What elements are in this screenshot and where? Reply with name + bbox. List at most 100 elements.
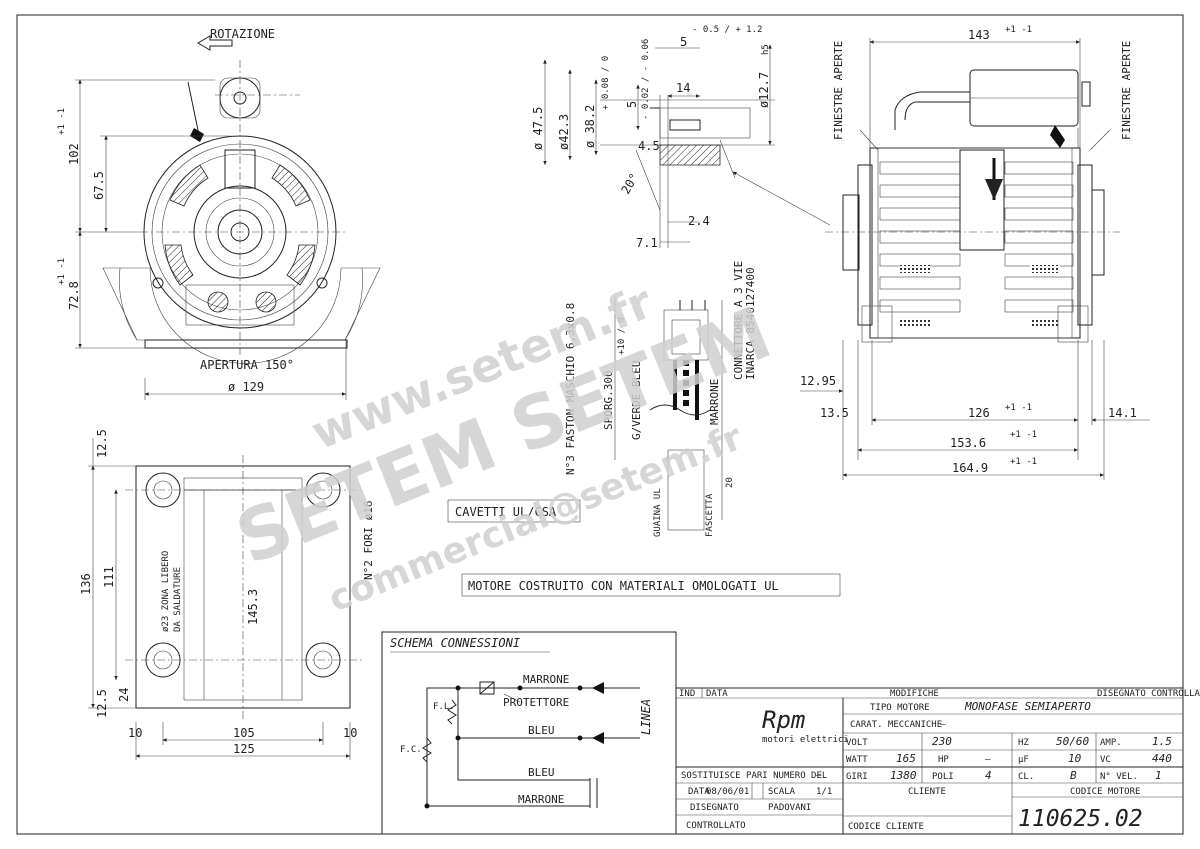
dim-47-5: ø 47.5 bbox=[531, 107, 545, 150]
dim-38-2: ø 38.2 bbox=[583, 105, 597, 148]
dim-72-8: 72.8 bbox=[67, 281, 81, 310]
dim-12-7: ø12.7 bbox=[757, 72, 771, 108]
aperture-label: APERTURA 150° bbox=[200, 358, 294, 372]
tb-hz-value: 50/60 bbox=[1056, 735, 1089, 748]
dim-20: 20 bbox=[725, 477, 735, 488]
tb-amp-value: 1.5 bbox=[1152, 735, 1172, 748]
dim-12-5-top: 12.5 bbox=[95, 429, 109, 458]
dim-12-7-tol: h5 bbox=[761, 44, 771, 55]
dim-143-tol: +1 -1 bbox=[1005, 25, 1032, 35]
dim-5-mid: 5 bbox=[625, 101, 639, 108]
dim-20deg: 20° bbox=[618, 171, 641, 197]
tb-controllato-label: CONTROLLATO bbox=[686, 821, 746, 831]
front-view: ROTAZIONE APERTURA 150° bbox=[57, 27, 381, 400]
tb-sostituisce: SOSTITUISCE PARI NUMERO DEL bbox=[681, 771, 827, 781]
dim-153-6: 153.6 bbox=[950, 436, 986, 450]
tb-hp-value: — bbox=[985, 755, 991, 765]
cavetti-note-box bbox=[447, 499, 581, 523]
rotation-label: ROTAZIONE bbox=[210, 27, 275, 41]
tb-codice-motore-label: CODICE MOTORE bbox=[1070, 787, 1140, 797]
tb-hp-label: HP bbox=[938, 755, 949, 765]
tb-scala-label: SCALA bbox=[768, 787, 796, 797]
schema-bleu-2: BLEU bbox=[528, 766, 555, 779]
tb-poli-value: 4 bbox=[985, 769, 992, 782]
tb-uf-value: 10 bbox=[1068, 752, 1082, 765]
schema-linea: LINEA bbox=[639, 699, 653, 735]
dim-5-top-tol: - 0.5 / + 1.2 bbox=[692, 25, 762, 35]
sporg-tol: +10 / 0 bbox=[617, 317, 627, 355]
dim-125: 125 bbox=[233, 742, 255, 756]
dim-111: 111 bbox=[102, 566, 116, 588]
dim-164-9-tol: +1 -1 bbox=[1010, 457, 1037, 467]
tb-volt-label: VOLT bbox=[846, 738, 868, 748]
dim-13-5: 13.5 bbox=[820, 406, 849, 420]
tb-codice-cliente-label: CODICE CLIENTE bbox=[848, 822, 924, 832]
tb-volt-value: 230 bbox=[932, 735, 952, 748]
bottom-view: 12.5 136 111 145.3 12.5 24 ø23 ZONA LIBE… bbox=[79, 429, 375, 760]
schema-marrone-bottom: MARRONE bbox=[518, 793, 564, 806]
tb-tipo-motore-value: MONOFASE SEMIAPERTO bbox=[964, 700, 1091, 713]
tb-poli-label: POLI bbox=[932, 772, 954, 782]
tb-amp-label: AMP. bbox=[1100, 738, 1122, 748]
dim-102-tol: +1 -1 bbox=[57, 108, 67, 135]
tb-codice-motore-value: 110625.02 bbox=[1018, 806, 1143, 832]
dim-10-right: 10 bbox=[343, 726, 357, 740]
dim-7-1: 7.1 bbox=[636, 236, 658, 250]
company-logo: Rpm bbox=[762, 706, 805, 734]
tb-uf-label: µF bbox=[1018, 755, 1029, 765]
dim-126-tol: +1 -1 bbox=[1005, 403, 1032, 413]
tb-tipo-motore-label: TIPO MOTORE bbox=[870, 703, 930, 713]
motore-note: MOTORE COSTRUITO CON MATERIALI OMOLOGATI… bbox=[468, 579, 779, 593]
tb-giri-value: 1380 bbox=[890, 769, 917, 782]
dim-5-top: 5 bbox=[680, 35, 687, 49]
dim-10-left: 10 bbox=[128, 726, 142, 740]
shaft-detail: 5 - 0.5 / + 1.2 ø 47.5 ø42.3 ø 38.2 + 0.… bbox=[531, 25, 831, 250]
n2-fori-label: N°2 FORI ø16 bbox=[362, 501, 375, 580]
cable-detail: N°3 FASTON MASCHIO 6,3x0.8 SPORG.300 +10… bbox=[564, 261, 757, 537]
finestre-right-label: FINESTRE APERTE bbox=[1120, 41, 1133, 140]
tb-ind: IND bbox=[679, 689, 695, 699]
tb-giri-label: GIRI bbox=[846, 772, 868, 782]
dim-143: 143 bbox=[968, 28, 990, 42]
tb-data-value: 08/06/01 bbox=[706, 787, 749, 797]
tb-vc-value: 440 bbox=[1152, 752, 1172, 765]
cooling-fins bbox=[879, 161, 1074, 326]
tb-watt-value: 165 bbox=[896, 752, 916, 765]
tb-disegnato-value: PADOVANI bbox=[768, 803, 811, 813]
schema-marrone-top: MARRONE bbox=[523, 673, 569, 686]
fascetta-label: FASCETTA bbox=[705, 493, 715, 537]
marrone-vertical-label: MARRONE bbox=[708, 379, 721, 425]
sporg-label: SPORG.300 bbox=[602, 370, 615, 430]
dim-126: 126 bbox=[968, 406, 990, 420]
faston-label: N°3 FASTON MASCHIO 6,3x0.8 bbox=[564, 303, 577, 475]
dim-153-6-tol: +1 -1 bbox=[1010, 430, 1037, 440]
tb-nvel-label: N° VEL. bbox=[1100, 772, 1138, 782]
guaina-label: GUAINA UL bbox=[653, 488, 663, 537]
title-block: IND DATA MODIFICHE DISEGNATO CONTROLLATO… bbox=[675, 687, 1200, 835]
dim-2-4: 2.4 bbox=[688, 214, 710, 228]
tb-vc-label: VC bbox=[1100, 755, 1111, 765]
zona-libero-label: ø23 ZONA LIBERO bbox=[161, 551, 171, 632]
tb-disegnato-label: DISEGNATO bbox=[690, 803, 739, 813]
dim-164-9: 164.9 bbox=[952, 461, 988, 475]
dim-12-95: 12.95 bbox=[800, 374, 836, 388]
dim-14: 14 bbox=[676, 81, 690, 95]
finestre-left-label: FINESTRE APERTE bbox=[832, 41, 845, 140]
dim-145-3: 145.3 bbox=[246, 589, 260, 625]
tb-carat-value: — bbox=[940, 720, 946, 730]
schema-bleu-1: BLEU bbox=[528, 724, 555, 737]
schema-fc2: F.C. bbox=[400, 745, 422, 755]
tb-hz-label: HZ bbox=[1018, 738, 1029, 748]
dim-14-1: 14.1 bbox=[1108, 406, 1137, 420]
tb-data-header: DATA bbox=[706, 689, 728, 699]
schema-protettore: PROTETTORE bbox=[503, 696, 569, 709]
dim-d129: ø 129 bbox=[228, 380, 264, 394]
tb-carat-label: CARAT. MECCANICHE bbox=[850, 720, 942, 730]
g-verde-bleu-label: G/VERDE BLEU bbox=[630, 361, 643, 440]
tb-scala-value: 1/1 bbox=[816, 787, 832, 797]
dim-42-3: ø42.3 bbox=[557, 114, 571, 150]
dim-4-5: 4.5 bbox=[638, 139, 660, 153]
dim-102: 102 bbox=[67, 143, 81, 165]
tb-nvel-value: 1 bbox=[1155, 769, 1162, 782]
